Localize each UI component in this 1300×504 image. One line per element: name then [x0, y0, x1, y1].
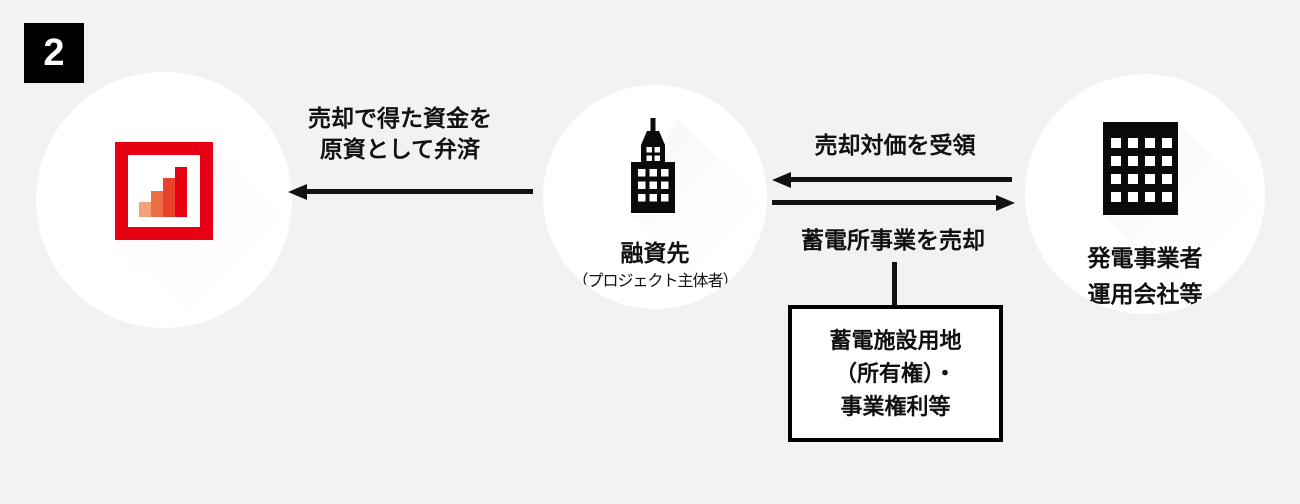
repayment-arrow-line [304, 189, 533, 194]
borrower-subtitle: （プロジェクト主体者） [572, 273, 738, 290]
step-number: 2 [43, 31, 65, 74]
repayment-label: 売却で得た資金を 原資として弁済 [270, 103, 530, 165]
logo-bar-2 [151, 191, 163, 217]
repayment-label-line1: 売却で得た資金を [308, 105, 492, 131]
logo-bar-4 [175, 167, 187, 217]
repayment-label-line2: 原資として弁済 [319, 136, 481, 162]
operator-title-line2: 運用会社等 [1087, 281, 1203, 307]
asset-box-line1: 蓄電施設用地 [829, 328, 962, 353]
operator-title-line1: 発電事業者 [1087, 245, 1203, 271]
office-building-icon [1103, 122, 1178, 215]
asset-box-line3: 事業権利等 [840, 394, 951, 419]
sell-business-label: 蓄電所事業を売却 [773, 225, 1013, 256]
receive-payment-label: 売却対価を受領 [775, 130, 1015, 161]
node-bank-circle [36, 72, 292, 328]
operator-caption: 発電事業者 運用会社等 [1025, 240, 1265, 312]
tower-building-icon [631, 118, 675, 213]
bar-chart-logo-icon [115, 142, 213, 240]
asset-box-line2: （所有権）・ [834, 361, 956, 386]
node-borrower-circle: 融資先 （プロジェクト主体者） [543, 85, 767, 309]
repayment-arrowhead-icon [288, 184, 307, 200]
sell-business-label-text: 蓄電所事業を売却 [801, 227, 985, 253]
receive-payment-arrowhead-icon [772, 172, 791, 188]
logo-bars [139, 167, 187, 217]
node-operator-circle: 発電事業者 運用会社等 [1025, 74, 1265, 314]
receive-payment-label-text: 売却対価を受領 [814, 132, 976, 158]
borrower-caption: 融資先 （プロジェクト主体者） [543, 240, 767, 294]
asset-box-connector-line [892, 262, 897, 308]
receive-payment-arrow-line [788, 177, 1012, 182]
sell-business-arrow-line [772, 200, 998, 205]
step-badge: 2 [24, 23, 84, 83]
logo-bar-3 [163, 178, 175, 217]
borrower-title: 融資先 [620, 240, 690, 266]
sell-business-arrowhead-icon [996, 195, 1015, 211]
asset-box: 蓄電施設用地 （所有権）・ 事業権利等 [788, 305, 1003, 442]
logo-bar-1 [139, 202, 151, 217]
